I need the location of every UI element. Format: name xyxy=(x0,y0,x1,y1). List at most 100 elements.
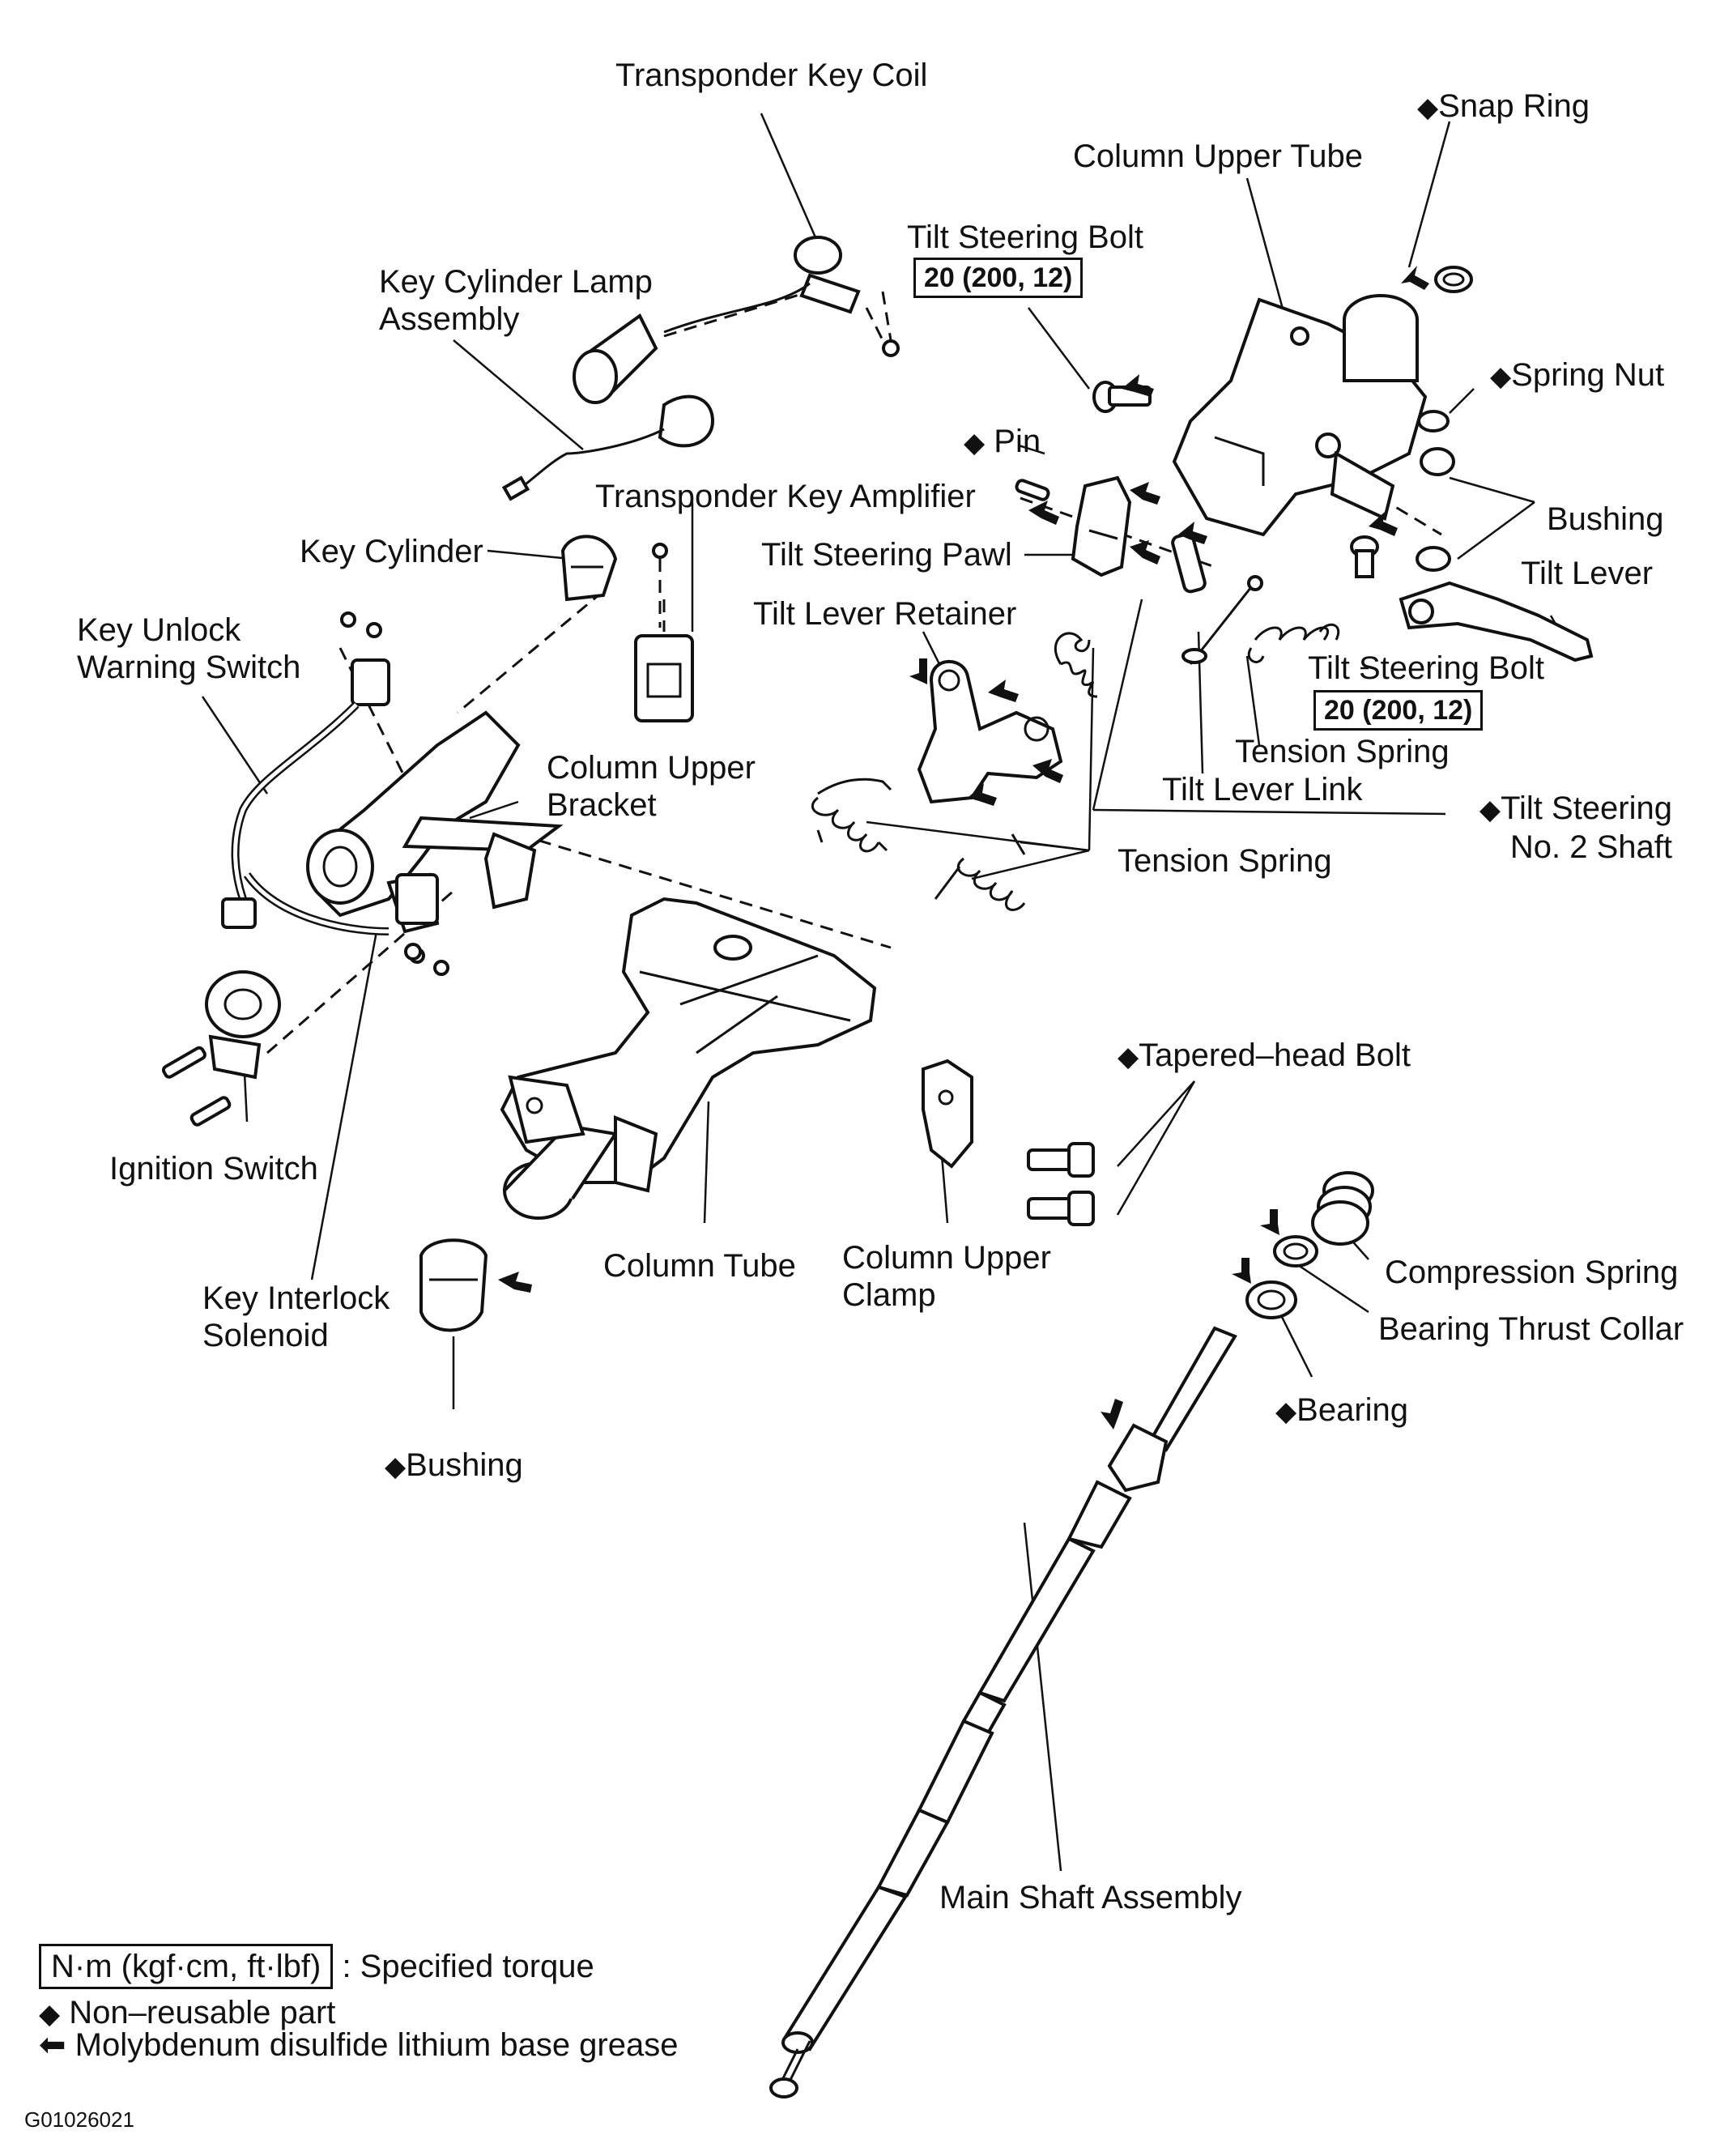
compression-spring-part xyxy=(1311,1171,1374,1246)
grease-arrows xyxy=(498,266,1429,1430)
label-snap-ring-text: Snap Ring xyxy=(1438,88,1590,124)
legend-torque-row: N·m (kgf·cm, ft·lbf) : Specified torque xyxy=(39,1944,678,1989)
label-tapered-head-bolt: ◆Tapered–head Bolt xyxy=(1118,1037,1411,1076)
torque-box-right: 20 (200, 12) xyxy=(1313,690,1484,731)
snap-ring-part xyxy=(1434,266,1473,293)
label-tilt-lever-link-text: Tilt Lever Link xyxy=(1162,772,1363,807)
bearing-part xyxy=(1245,1280,1297,1319)
non-reusable-icon: ◆ xyxy=(1490,361,1512,392)
label-bearing-text: Bearing xyxy=(1296,1392,1409,1428)
label-tilt-steering-pawl-text: Tilt Steering Pawl xyxy=(761,537,1012,573)
label-bushing-left: ◆Bushing xyxy=(385,1447,523,1485)
legend-torque-desc: : Specified torque xyxy=(342,1949,594,1984)
label-compression-spring: Compression Spring xyxy=(1385,1254,1678,1291)
label-pin-text: Pin xyxy=(994,424,1041,459)
tilt-lever-retainer-part xyxy=(917,659,1063,804)
label-tilt-lever-link: Tilt Lever Link xyxy=(1162,771,1363,808)
figure-code: G01026021 xyxy=(24,2107,134,2132)
label-key-unlock-warning-switch-text: Key Unlock Warning Switch xyxy=(77,612,301,685)
label-tilt-steering-bolt-right-text: Tilt Steering Bolt xyxy=(1308,650,1544,686)
legend-non-reusable-text: Non–reusable part xyxy=(69,1995,336,2030)
label-snap-ring: ◆Snap Ring xyxy=(1417,87,1590,126)
non-reusable-icon: ◆ xyxy=(1417,92,1439,123)
label-key-cylinder-lamp-assembly-text: Key Cylinder Lamp Assembly xyxy=(379,264,653,337)
label-bearing: ◆Bearing xyxy=(1275,1391,1408,1430)
label-tilt-steering-pawl: Tilt Steering Pawl xyxy=(761,536,1012,573)
label-bearing-thrust-collar-text: Bearing Thrust Collar xyxy=(1378,1311,1684,1347)
main-shaft-assembly-part xyxy=(769,1326,1237,2098)
label-key-cylinder: Key Cylinder xyxy=(300,533,483,570)
tension-spring-upper-part xyxy=(1054,632,1098,698)
non-reusable-icon: ◆ xyxy=(39,1999,61,2030)
label-tension-spring-right: Tension Spring xyxy=(1235,733,1450,770)
label-transponder-key-coil: Transponder Key Coil xyxy=(615,57,927,94)
label-column-tube: Column Tube xyxy=(603,1247,796,1285)
ignition-switch-part xyxy=(161,970,281,1127)
label-tilt-steering-no2-shaft: ◆Tilt Steering No. 2 Shaft xyxy=(1445,790,1672,866)
label-column-upper-clamp: Column Upper Clamp xyxy=(842,1239,1085,1314)
bearing-thrust-collar-part xyxy=(1273,1235,1318,1268)
label-tilt-steering-no2-shaft-text: Tilt Steering No. 2 Shaft xyxy=(1501,790,1672,865)
label-spring-nut: ◆Spring Nut xyxy=(1490,356,1664,395)
pin-part xyxy=(1015,479,1050,501)
label-column-upper-bracket-text: Column Upper Bracket xyxy=(547,750,756,823)
torque-box-top-text: 20 (200, 12) xyxy=(924,262,1073,293)
spring-nut-part xyxy=(1417,410,1455,476)
label-column-upper-bracket: Column Upper Bracket xyxy=(547,749,781,824)
column-tube-part xyxy=(500,897,877,1220)
column-upper-bracket-part xyxy=(306,710,564,976)
key-cylinder-part xyxy=(560,535,618,602)
label-pin: ◆ Pin xyxy=(964,423,1041,462)
non-reusable-icon: ◆ xyxy=(1118,1042,1139,1072)
label-column-upper-tube: Column Upper Tube xyxy=(1073,138,1363,175)
label-tilt-lever-retainer-text: Tilt Lever Retainer xyxy=(753,596,1017,632)
label-main-shaft-assembly: Main Shaft Assembly xyxy=(939,1879,1242,1916)
label-tension-spring-right-text: Tension Spring xyxy=(1235,734,1450,769)
legend-torque-unit-box: N·m (kgf·cm, ft·lbf) xyxy=(39,1944,334,1989)
tilt-lever-link-part xyxy=(1181,575,1263,665)
non-reusable-icon: ◆ xyxy=(1275,1396,1297,1427)
tapered-head-bolt-part xyxy=(1027,1142,1095,1226)
label-tilt-lever-retainer: Tilt Lever Retainer xyxy=(753,595,1016,633)
label-key-cylinder-text: Key Cylinder xyxy=(300,534,483,569)
label-bushing-left-text: Bushing xyxy=(406,1447,523,1483)
column-upper-clamp-part xyxy=(922,1059,973,1169)
non-reusable-icon: ◆ xyxy=(1479,795,1501,825)
non-reusable-icon: ◆ xyxy=(385,1451,407,1482)
label-key-interlock-solenoid-text: Key Interlock Solenoid xyxy=(202,1280,390,1353)
tilt-lever-part xyxy=(1399,546,1594,663)
label-column-tube-text: Column Tube xyxy=(603,1248,796,1284)
label-column-upper-tube-text: Column Upper Tube xyxy=(1073,138,1363,174)
transponder-key-amplifier-part xyxy=(634,543,694,722)
tension-spring-right-part xyxy=(1247,623,1339,663)
label-main-shaft-assembly-text: Main Shaft Assembly xyxy=(939,1880,1242,1915)
label-tension-spring-lower: Tension Spring xyxy=(1118,842,1332,880)
tilt-steering-pawl-part xyxy=(1071,475,1132,577)
label-key-cylinder-lamp-assembly: Key Cylinder Lamp Assembly xyxy=(379,263,687,338)
torque-box-right-text: 20 (200, 12) xyxy=(1324,695,1473,726)
label-bearing-thrust-collar: Bearing Thrust Collar xyxy=(1378,1310,1684,1348)
label-key-interlock-solenoid: Key Interlock Solenoid xyxy=(202,1280,413,1354)
label-ignition-switch-text: Ignition Switch xyxy=(109,1151,318,1187)
key-cylinder-lamp-part xyxy=(501,313,715,501)
label-tension-spring-lower-text: Tension Spring xyxy=(1118,843,1332,879)
tension-spring-left-part xyxy=(811,778,892,853)
torque-box-top: 20 (200, 12) xyxy=(913,258,1084,298)
label-key-unlock-warning-switch: Key Unlock Warning Switch xyxy=(77,611,352,686)
label-tapered-head-bolt-text: Tapered–head Bolt xyxy=(1139,1038,1411,1073)
non-reusable-icon: ◆ xyxy=(964,428,986,458)
label-spring-nut-text: Spring Nut xyxy=(1511,357,1665,393)
key-unlock-warning-switch-part xyxy=(221,611,390,935)
label-tilt-steering-bolt-top-text: Tilt Steering Bolt xyxy=(907,219,1143,255)
legend-non-reusable-row: ◆ Non–reusable part xyxy=(39,1994,678,2033)
label-tilt-lever-text: Tilt Lever xyxy=(1521,556,1654,591)
label-ignition-switch: Ignition Switch xyxy=(109,1150,318,1187)
transponder-key-coil-part xyxy=(663,236,900,357)
tension-spring-bottom-part xyxy=(934,833,1026,911)
label-compression-spring-text: Compression Spring xyxy=(1385,1255,1679,1290)
bushing-left-part xyxy=(419,1238,488,1332)
tilt-steering-bolt-right-part xyxy=(1350,535,1379,578)
label-bushing-right: Bushing xyxy=(1547,501,1664,538)
key-interlock-solenoid-part xyxy=(395,873,439,961)
